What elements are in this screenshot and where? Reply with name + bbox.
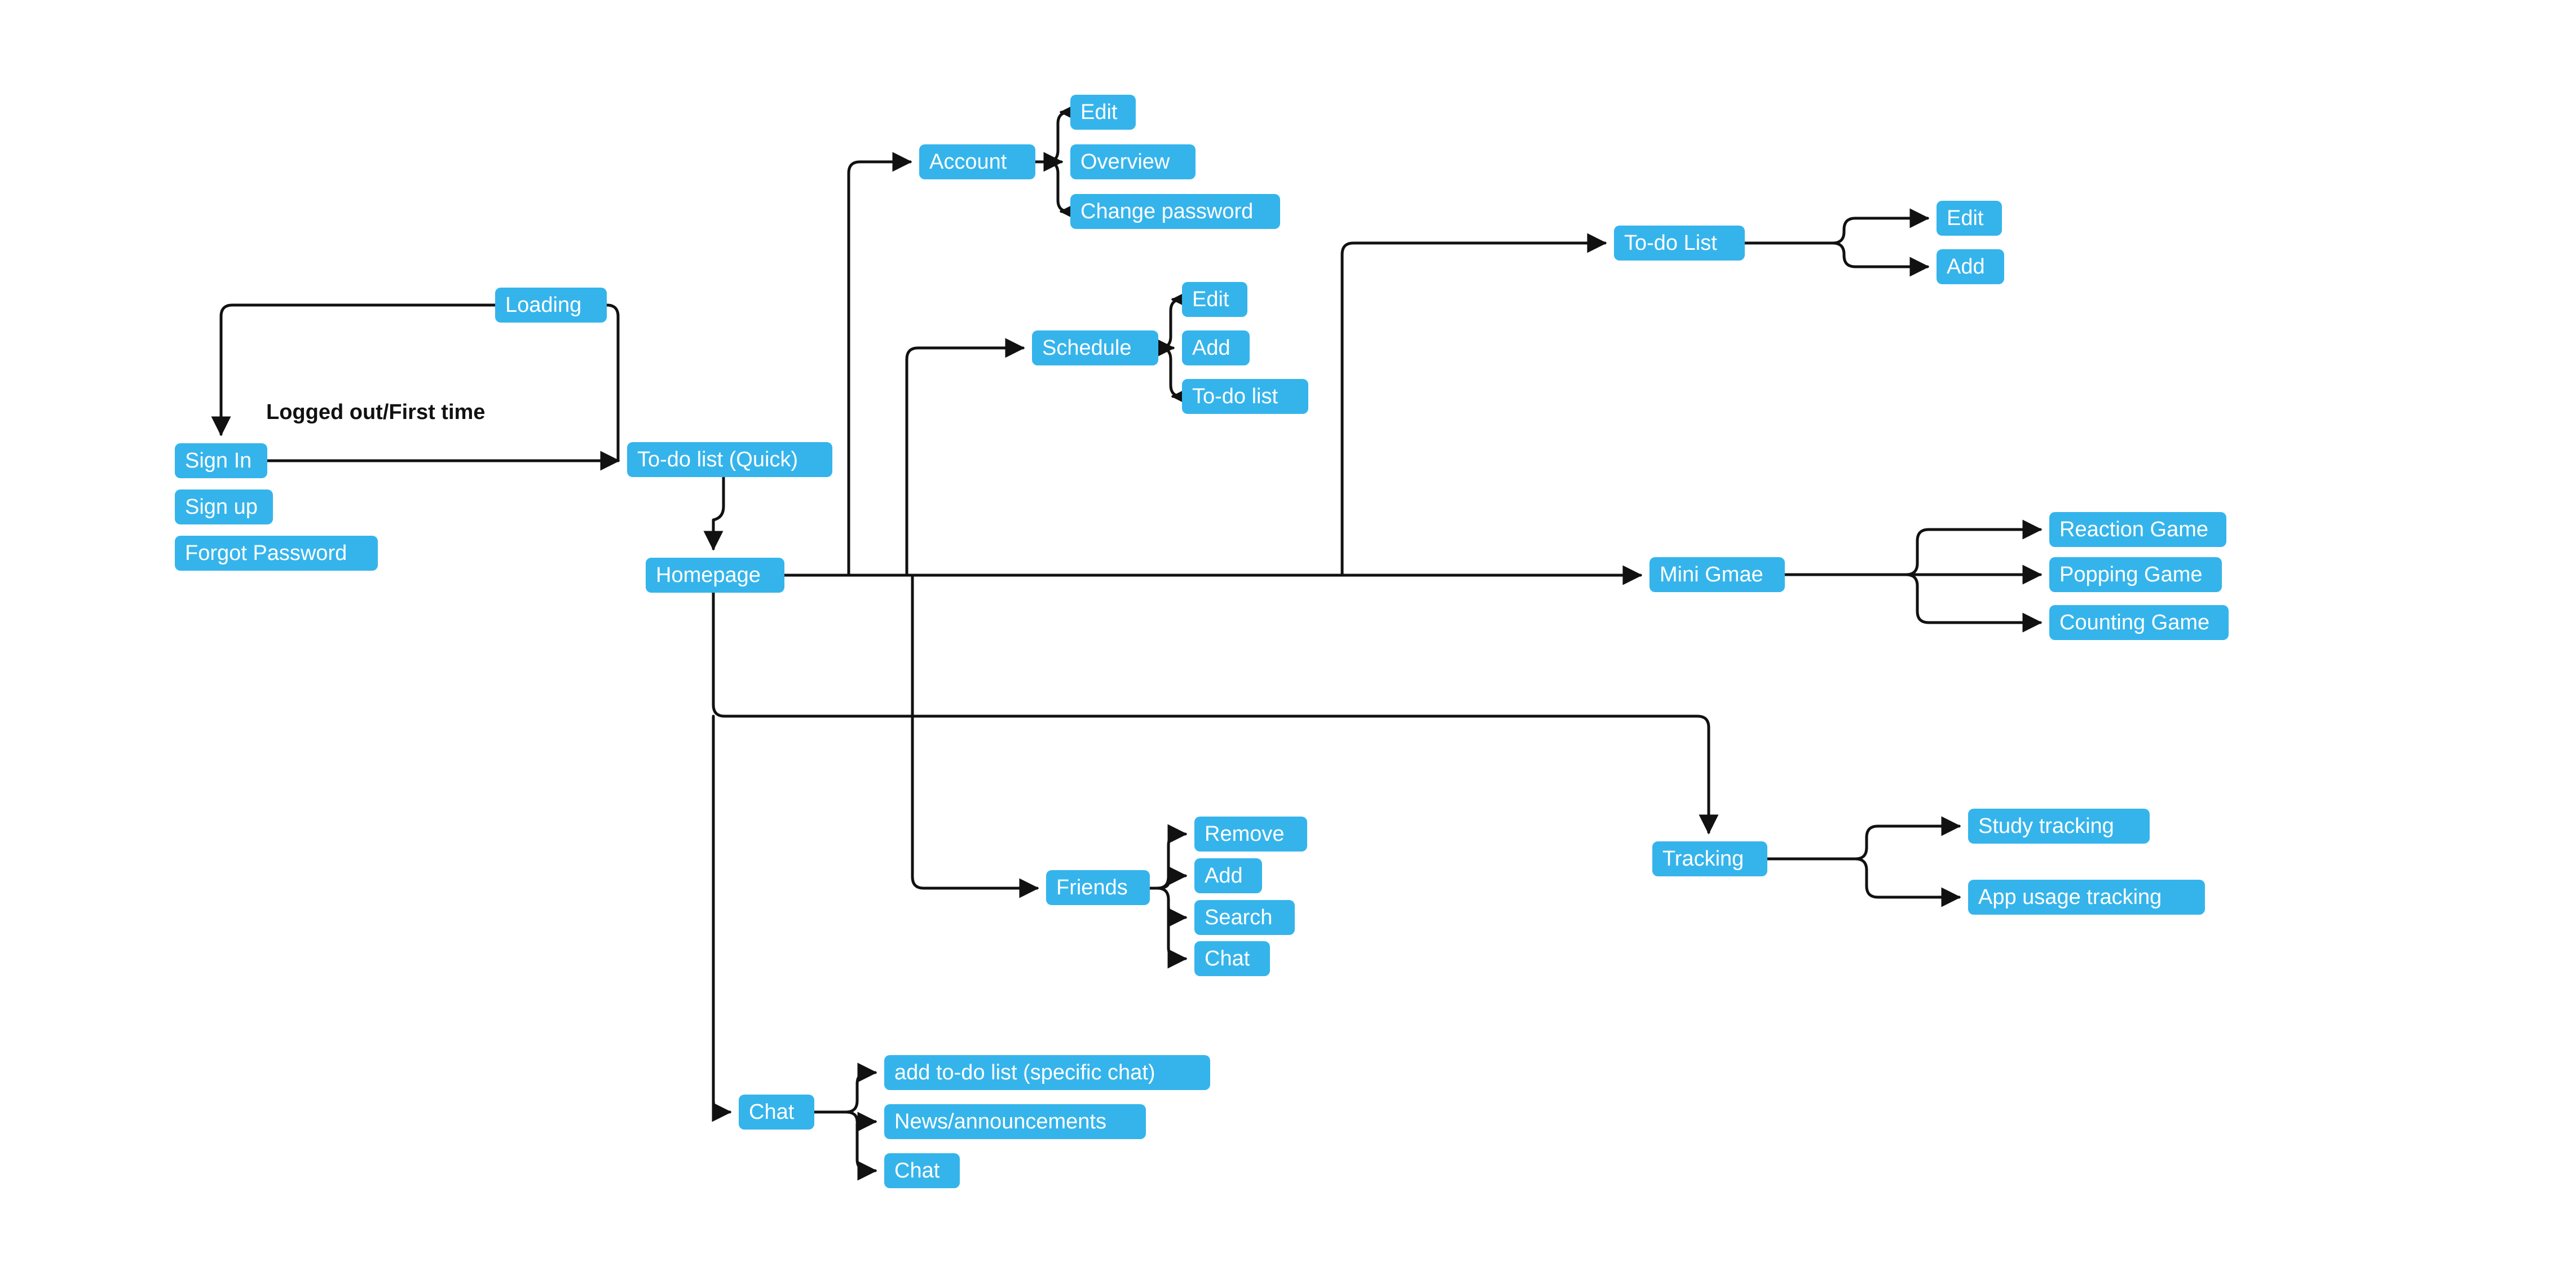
node-mini-game[interactable]: Mini Gmae — [1649, 557, 1785, 592]
node-todo-list-label: To-do List — [1624, 231, 1717, 255]
node-sign-up-label: Sign up — [185, 495, 258, 519]
node-todo-list-edit-label: Edit — [1947, 206, 1984, 230]
edge-tracking-to-app-usage-tracking — [1854, 857, 1961, 907]
node-friends-label: Friends — [1056, 876, 1128, 899]
node-friends-chat-label: Chat — [1205, 947, 1250, 971]
node-account-edit[interactable]: Edit — [1070, 95, 1136, 130]
node-friends-chat[interactable]: Chat — [1194, 941, 1270, 976]
node-todo-list-add[interactable]: Add — [1937, 249, 2004, 284]
edge-tracking-to-study-tracking — [1766, 816, 1961, 861]
node-schedule-add[interactable]: Add — [1182, 330, 1250, 365]
node-reaction-game[interactable]: Reaction Game — [2049, 512, 2226, 547]
edge-todo-list-to-add — [1831, 241, 1930, 277]
edge-chat-to-add-todo — [813, 1062, 877, 1114]
edge-chat-to-chat — [855, 1122, 877, 1181]
node-homepage[interactable]: Homepage — [646, 558, 784, 593]
node-mini-game-label: Mini Gmae — [1660, 563, 1763, 586]
node-reaction-game-label: Reaction Game — [2059, 518, 2209, 541]
node-todo-list[interactable]: To-do List — [1614, 226, 1745, 261]
node-todo-list-quick[interactable]: To-do list (Quick) — [627, 442, 832, 477]
edge-schedule-to-todo-list — [1158, 346, 1191, 407]
node-loading-label: Loading — [505, 293, 582, 317]
node-app-usage-tracking-label: App usage tracking — [1978, 885, 2162, 909]
node-tracking-label: Tracking — [1662, 847, 1744, 871]
node-counting-game[interactable]: Counting Game — [2049, 605, 2229, 640]
node-friends-search[interactable]: Search — [1194, 900, 1295, 935]
edge-mini-game-to-reaction-game — [1783, 519, 2043, 576]
edge-loading-to-todo-quick — [605, 303, 620, 462]
node-friends-add[interactable]: Add — [1194, 858, 1262, 893]
node-account-overview-label: Overview — [1080, 150, 1170, 174]
node-friends-add-label: Add — [1205, 864, 1243, 888]
edge-chat-to-news — [844, 1110, 877, 1132]
edge-todo-quick-to-homepage — [703, 475, 725, 551]
node-todo-list-add-label: Add — [1947, 255, 1985, 279]
node-loading[interactable]: Loading — [495, 288, 607, 323]
node-account-edit-label: Edit — [1080, 100, 1118, 124]
node-study-tracking-label: Study tracking — [1978, 814, 2114, 838]
node-friends-remove-label: Remove — [1205, 822, 1285, 846]
node-schedule-edit-label: Edit — [1192, 288, 1229, 311]
node-forgot-password[interactable]: Forgot Password — [175, 536, 378, 571]
edge-homepage-down-bus — [712, 591, 1719, 835]
node-popping-game-label: Popping Game — [2059, 563, 2203, 586]
node-schedule-label: Schedule — [1042, 336, 1132, 360]
node-account-change-password-label: Change password — [1080, 200, 1254, 223]
node-friends-search-label: Search — [1205, 906, 1273, 929]
node-sign-in[interactable]: Sign In — [175, 443, 267, 478]
node-chat-label: Chat — [749, 1100, 795, 1124]
edge-bus-to-friends — [911, 574, 1039, 898]
node-homepage-label: Homepage — [656, 563, 761, 587]
edge-friends-to-add — [1148, 866, 1188, 890]
node-schedule-edit[interactable]: Edit — [1182, 282, 1247, 317]
edge-loading-to-sign-in — [211, 303, 497, 436]
node-popping-game[interactable]: Popping Game — [2049, 557, 2222, 592]
node-schedule-add-label: Add — [1192, 336, 1230, 360]
edge-bus-to-schedule — [905, 338, 1025, 577]
node-forgot-password-label: Forgot Password — [185, 541, 347, 565]
node-friends-remove[interactable]: Remove — [1194, 817, 1307, 852]
edge-bus-to-todo-list — [1340, 233, 1607, 577]
node-todo-list-quick-label: To-do list (Quick) — [637, 448, 799, 471]
node-sign-up[interactable]: Sign up — [175, 489, 273, 524]
node-chat[interactable]: Chat — [739, 1095, 814, 1130]
node-account-overview[interactable]: Overview — [1070, 144, 1196, 179]
node-account-change-password[interactable]: Change password — [1070, 194, 1280, 229]
node-app-usage-tracking[interactable]: App usage tracking — [1968, 880, 2205, 915]
edge-friends-to-chat — [1167, 898, 1188, 969]
node-chat-chat-label: Chat — [894, 1159, 940, 1183]
edge-account-to-edit — [1034, 102, 1079, 164]
node-todo-list-edit[interactable]: Edit — [1937, 201, 2002, 236]
node-friends[interactable]: Friends — [1046, 870, 1150, 905]
logged-out-annotation: Logged out/First time — [266, 400, 486, 424]
node-chat-add-todo-list-label: add to-do list (specific chat) — [894, 1061, 1155, 1084]
node-chat-chat[interactable]: Chat — [884, 1153, 960, 1188]
node-chat-news-announcements-label: News/announcements — [894, 1110, 1106, 1133]
node-schedule-todo-list[interactable]: To-do list — [1182, 379, 1308, 414]
node-account-label: Account — [929, 150, 1007, 174]
node-sign-in-label: Sign In — [185, 449, 252, 473]
node-schedule[interactable]: Schedule — [1032, 330, 1158, 365]
edge-mini-game-to-counting-game — [1904, 573, 2043, 633]
node-account[interactable]: Account — [919, 144, 1035, 179]
edge-bus-to-account — [847, 152, 912, 577]
edge-friends-to-search — [1155, 886, 1188, 928]
node-schedule-todo-list-label: To-do list — [1192, 385, 1278, 408]
edge-schedule-to-edit — [1157, 289, 1191, 350]
node-counting-game-label: Counting Game — [2059, 611, 2210, 634]
edge-homepage-down-to-chat — [712, 714, 732, 1122]
node-chat-add-todo-list[interactable]: add to-do list (specific chat) — [884, 1055, 1210, 1090]
node-study-tracking[interactable]: Study tracking — [1968, 809, 2150, 844]
edge-todo-list-to-edit — [1743, 208, 1930, 245]
node-tracking[interactable]: Tracking — [1652, 841, 1767, 876]
edge-account-to-change-password — [1045, 160, 1079, 222]
node-chat-news-announcements[interactable]: News/announcements — [884, 1104, 1146, 1139]
